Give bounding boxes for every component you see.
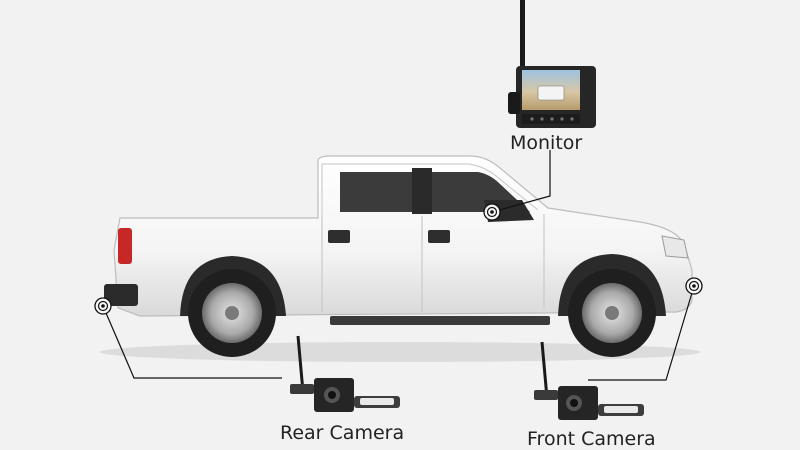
front-camera-icon [534,341,644,420]
pickup-truck-icon [100,155,700,362]
monitor-leader-line [491,150,551,213]
rear-camera-leader-line [102,305,282,379]
monitor-label: Monitor [510,132,583,154]
front-camera-leader-line [588,285,695,381]
leader-lines [102,150,695,381]
rear-camera-label: Rear Camera [280,422,405,444]
target-icon [94,297,112,315]
target-icon [483,203,501,221]
monitor-icon [508,0,596,128]
rear-camera-icon [290,335,400,412]
target-icon [685,277,703,295]
front-camera-label: Front Camera [527,428,656,450]
